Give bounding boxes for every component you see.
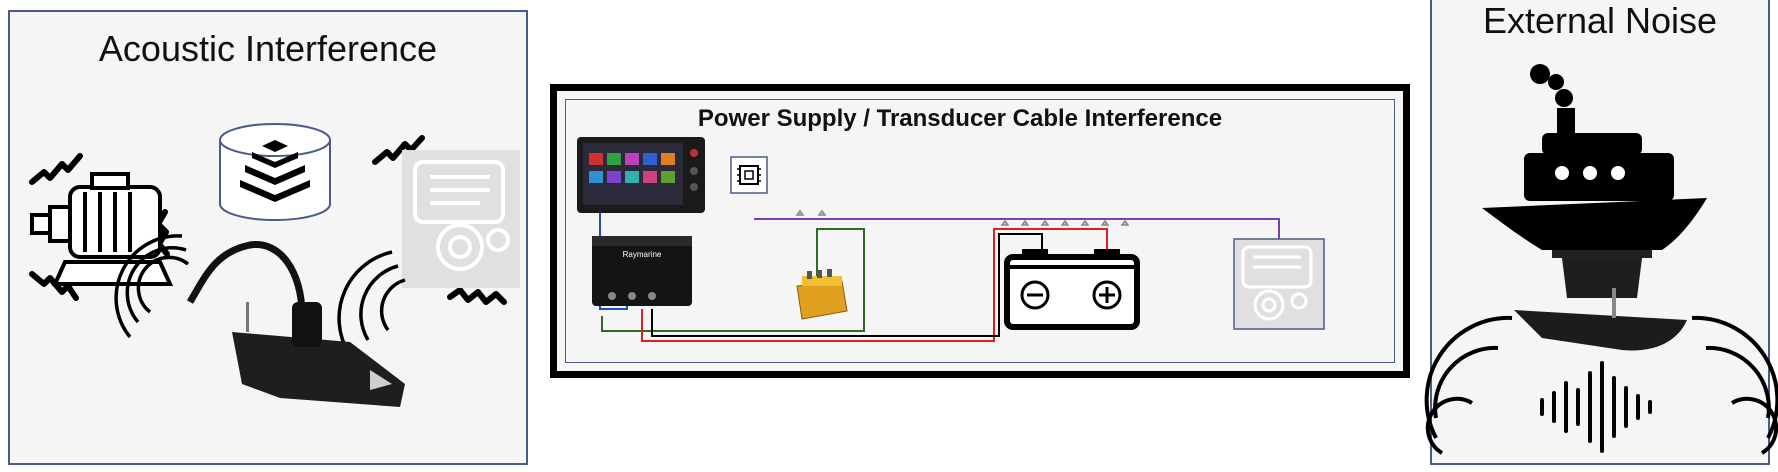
- transducer-icon: [186, 241, 405, 407]
- transducer-icon: [1514, 250, 1687, 351]
- wire-green: [601, 228, 865, 332]
- acoustic-interference-title: Acoustic Interference: [98, 28, 438, 69]
- engine-icon: [402, 150, 520, 288]
- acoustic-interference-panel: Acoustic Interference: [8, 10, 528, 465]
- wire-black: [651, 233, 1043, 337]
- sonar-cylinder-icon: [219, 123, 331, 221]
- noise-zigzag-icon: [447, 287, 507, 305]
- chartplotter-display-icon: [577, 137, 705, 213]
- wiring-diagram: Raymarine: [577, 137, 1325, 342]
- chip-icon: [730, 156, 768, 194]
- audio-waveform-icon: [1540, 361, 1652, 453]
- power-supply-interference-title: Power Supply / Transducer Cable Interfer…: [697, 105, 1223, 132]
- acoustic-illustration: [29, 123, 520, 407]
- sound-waves-icon: [114, 234, 190, 339]
- wire-purple: [754, 218, 1280, 239]
- engine-icon: [1233, 238, 1325, 330]
- external-noise-illustration: [1424, 64, 1778, 455]
- ship-icon: [1482, 64, 1707, 250]
- external-noise-title: External Noise: [1482, 0, 1718, 41]
- terminal-block-icon: [796, 269, 848, 320]
- noise-zigzag-icon: [372, 135, 425, 165]
- fuse-marks: [795, 209, 1130, 226]
- sound-waves-icon: [1424, 315, 1778, 455]
- external-noise-panel: External Noise: [1424, 0, 1778, 465]
- power-supply-inner-frame: [565, 99, 1395, 363]
- battery-icon: [1004, 249, 1140, 330]
- sound-waves-icon: [337, 250, 406, 353]
- power-supply-interference-panel: Power Supply / Transducer Cable Interfer…: [550, 84, 1410, 378]
- wire-red: [641, 228, 1108, 342]
- electric-motor-icon: [30, 172, 174, 286]
- device-brand-label: Raymarine: [623, 250, 662, 259]
- noise-zigzag-icon: [29, 153, 83, 185]
- sonar-module-icon: Raymarine: [592, 236, 692, 306]
